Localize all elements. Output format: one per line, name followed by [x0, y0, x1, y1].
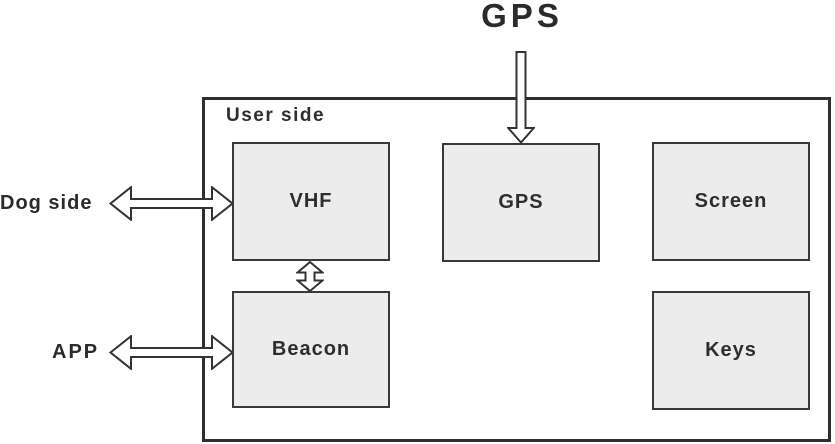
- node-vhf: VHF: [232, 142, 390, 261]
- node-screen: Screen: [652, 142, 810, 261]
- app-beacon-arrow-icon: [108, 334, 235, 371]
- node-screen-label: Screen: [694, 190, 768, 212]
- node-keys: Keys: [652, 291, 810, 410]
- node-keys-label: Keys: [705, 339, 757, 361]
- node-beacon-label: Beacon: [271, 338, 351, 360]
- gps-down-arrow-icon: [505, 51, 537, 145]
- node-gps-label: GPS: [498, 191, 544, 213]
- dog-side-label: Dog side: [0, 192, 93, 214]
- node-gps: GPS: [442, 143, 600, 262]
- user-side-label: User side: [226, 105, 326, 126]
- vhf-beacon-arrow-icon: [294, 260, 326, 293]
- node-beacon: Beacon: [232, 291, 390, 408]
- app-label: APP: [52, 341, 100, 363]
- dog-side-vhf-arrow-icon: [108, 185, 235, 222]
- gps-title: GPS: [481, 0, 563, 34]
- node-vhf-label: VHF: [289, 190, 333, 212]
